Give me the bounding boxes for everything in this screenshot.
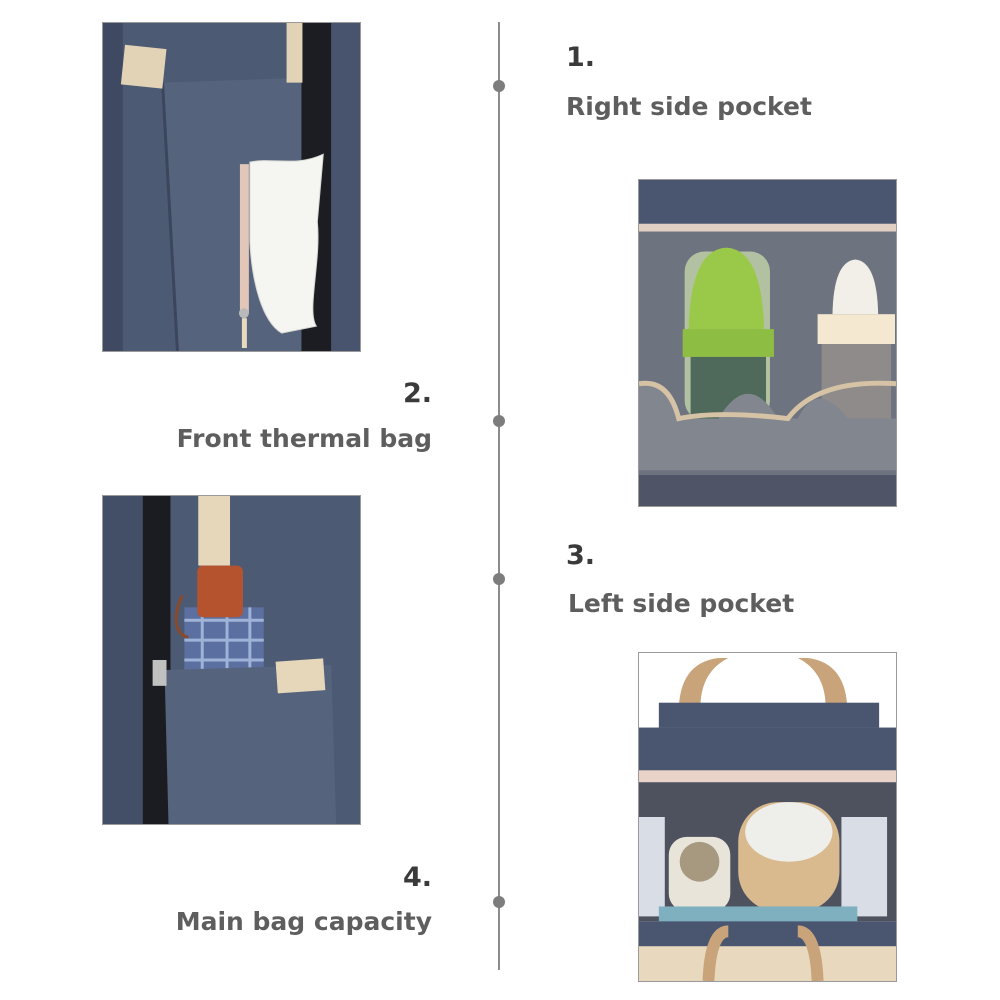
side-pocket-tissue-photo (102, 22, 361, 352)
timeline-dot-4 (493, 896, 505, 908)
feature-2-number: 2. (402, 378, 432, 409)
bottle-pocket-photo (638, 179, 897, 507)
timeline-line (498, 22, 500, 970)
feature-3-number: 3. (566, 540, 596, 571)
timeline-dot-3 (493, 573, 505, 585)
main-compartment-photo (638, 652, 897, 982)
feature-4-number: 4. (402, 862, 432, 893)
feature-3-label: Left side pocket (568, 589, 795, 618)
feature-4-label: Main bag capacity (175, 907, 432, 936)
feature-1-label: Right side pocket (566, 92, 812, 121)
timeline-dot-1 (493, 80, 505, 92)
umbrella-pocket-photo (102, 495, 361, 825)
feature-2-label: Front thermal bag (176, 424, 432, 453)
feature-1-number: 1. (566, 42, 596, 73)
timeline-dot-2 (493, 415, 505, 427)
